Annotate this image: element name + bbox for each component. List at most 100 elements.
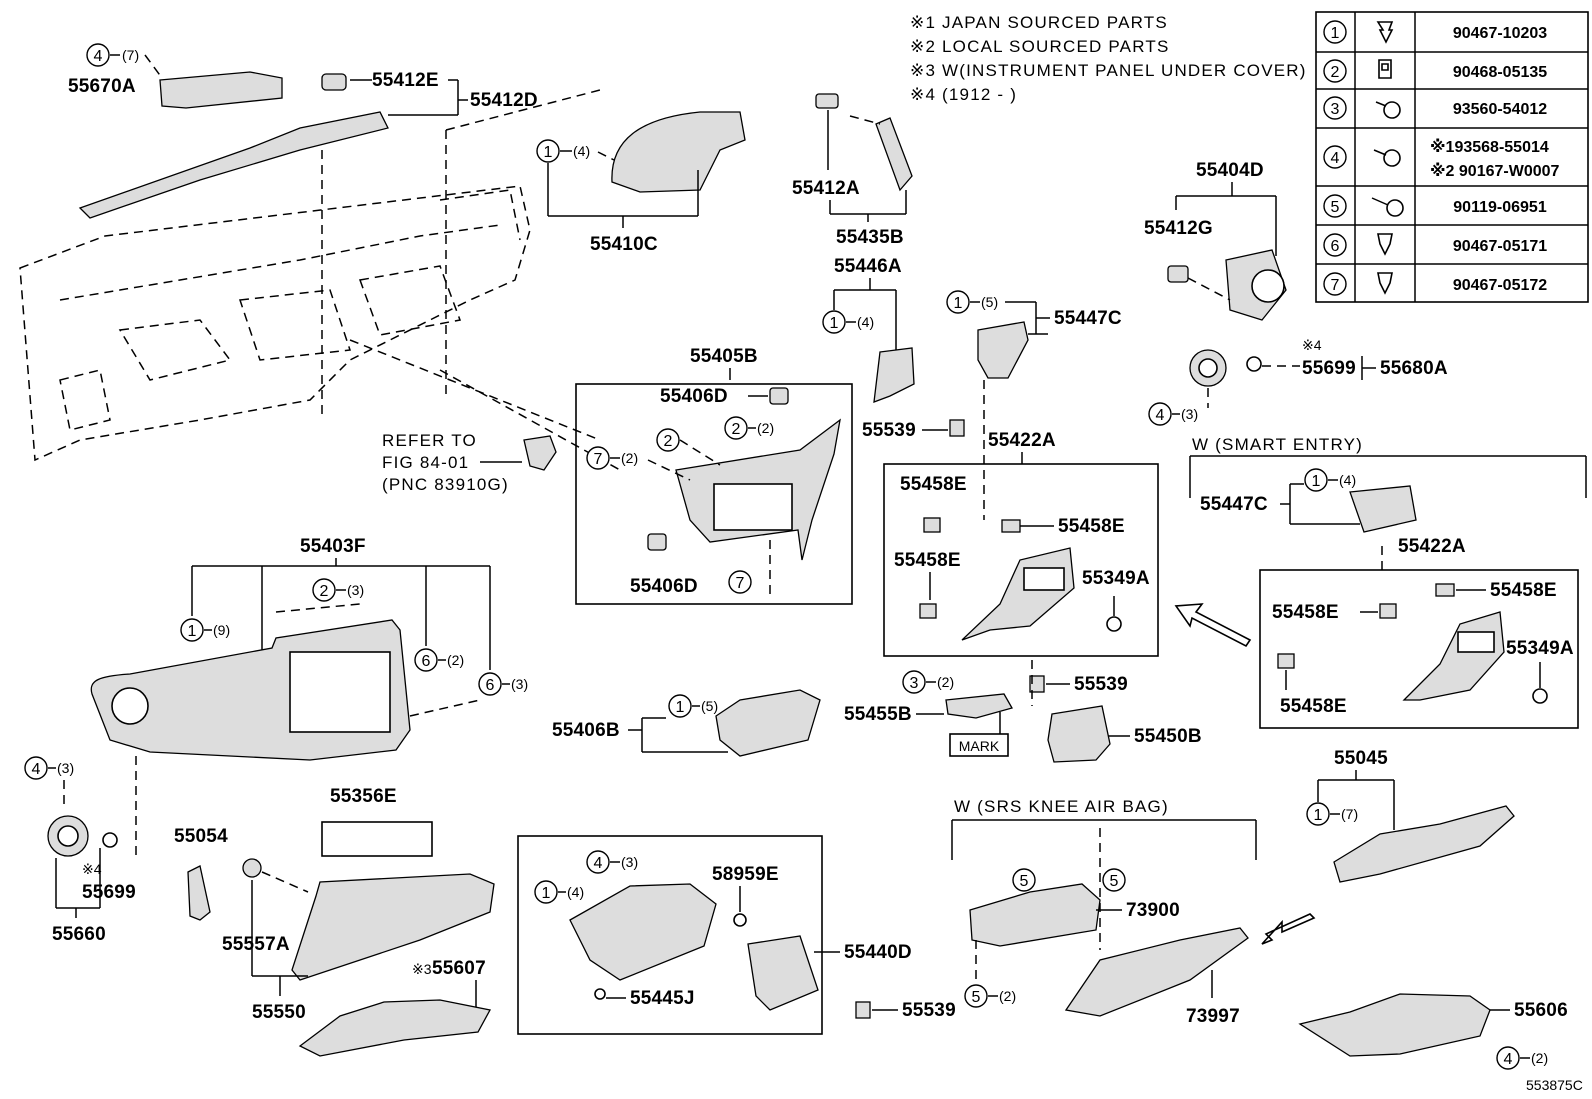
part-number: 55458E <box>1058 516 1125 537</box>
qty: (2) <box>621 450 638 466</box>
part-55606[interactable]: 55606 4 (2) <box>1298 993 1568 1070</box>
part-55450B[interactable]: 55450B <box>1047 705 1202 763</box>
legend-row-4: 4 ※193568-55014 ※2 90167-W0007 <box>1323 138 1560 180</box>
part-55660[interactable]: 4 (3) ※4 55699 55660 <box>24 756 136 945</box>
callout-num: 1 <box>676 699 685 716</box>
reference-note: REFER TO FIG 84-01 (PNC 83910G) <box>382 431 557 494</box>
part-number: 55406D <box>660 386 728 407</box>
qty: (2) <box>999 988 1016 1004</box>
legend-row-5: 5 90119-06951 <box>1323 194 1547 218</box>
part-55406B[interactable]: 1 (5) 55406B <box>552 689 821 757</box>
callout-num: 4 <box>1156 407 1165 424</box>
refer-line-2: FIG 84-01 <box>382 453 469 472</box>
note-3: ※3 W(INSTRUMENT PANEL UNDER COVER) <box>910 61 1307 80</box>
refer-line-1: REFER TO <box>382 431 477 450</box>
part-number: 55447C <box>1054 308 1122 329</box>
qty: (4) <box>567 884 584 900</box>
part-number: 73900 <box>1126 900 1180 921</box>
part-number: 55557A <box>222 934 290 955</box>
part-number: 55699 <box>82 882 136 903</box>
part-number: 55422A <box>1398 536 1466 557</box>
part-number: 73997 <box>1186 1006 1240 1027</box>
part-55539-c[interactable]: 55539 <box>855 1000 956 1021</box>
callout-num: 5 <box>1020 873 1029 890</box>
part-55447C[interactable]: 1 (5) 55447C <box>946 290 1122 379</box>
part-55446A[interactable]: 55446A 1 (4) <box>822 256 915 403</box>
legend-row-6: 6 90467-05171 <box>1323 233 1547 257</box>
arrow-icon <box>1174 603 1252 648</box>
legend-part-number: 90119-06951 <box>1453 199 1547 216</box>
part-55435B[interactable]: 55412A 55435B <box>792 93 913 248</box>
callout-num: 4 <box>32 761 41 778</box>
part-55054[interactable]: 55054 <box>174 826 228 921</box>
callout-num: 1 <box>1312 473 1321 490</box>
part-number: 55404D <box>1196 160 1264 181</box>
part-number: 55455B <box>844 704 912 725</box>
part-number: 55670A <box>68 76 136 97</box>
part-number: 55356E <box>330 786 397 807</box>
clip-icon <box>1377 233 1393 256</box>
part-55404D[interactable]: 55404D 55412G <box>1144 160 1287 321</box>
qty: (5) <box>701 698 718 714</box>
part-number: 55406D <box>630 576 698 597</box>
part-number: 55606 <box>1514 1000 1568 1021</box>
part-55410C[interactable]: 1 (4) 55410C <box>536 111 746 255</box>
part-55045[interactable]: 55045 1 (7) <box>1261 748 1515 945</box>
callout-num: 7 <box>594 451 603 468</box>
refer-line-3: (PNC 83910G) <box>382 475 509 494</box>
legend-num: 5 <box>1331 199 1340 216</box>
part-number: 58959E <box>712 864 779 885</box>
callout-num: 1 <box>188 623 197 640</box>
legend-row-2: 2 90468-05135 <box>1323 59 1547 83</box>
part-number: 55440D <box>844 942 912 963</box>
part-number: 55458E <box>1490 580 1557 601</box>
note-2: ※2 LOCAL SOURCED PARTS <box>910 37 1170 56</box>
srs-label: W (SRS KNEE AIR BAG) <box>954 797 1169 816</box>
part-55607[interactable]: ※3 55607 <box>298 958 491 1057</box>
legend-part-number: 90467-05172 <box>1453 277 1547 294</box>
part-55356E[interactable]: 55356E <box>321 786 433 857</box>
part-55412E-shape <box>321 73 347 91</box>
part-number: 55410C <box>590 234 658 255</box>
legend-num: 4 <box>1331 150 1340 167</box>
part-55539-a[interactable]: 55539 <box>862 419 965 441</box>
legend-part-number: 93560-54012 <box>1453 101 1547 118</box>
part-number: 55680A <box>1380 358 1448 379</box>
part-73900-shape <box>969 883 1101 947</box>
part-55440D[interactable]: 4 (3) 1 (4) 58959E 55440D 55445J <box>517 835 912 1035</box>
instrument-panel-frame <box>19 89 621 471</box>
callout-num: 1 <box>954 295 963 312</box>
part-number: 55403F <box>300 536 366 557</box>
legend-num: 3 <box>1331 101 1340 118</box>
qty: (4) <box>857 314 874 330</box>
part-55539-b[interactable]: 55539 <box>1029 660 1128 706</box>
legend-row-1: 1 90467-10203 <box>1323 20 1547 44</box>
qty: (7) <box>1341 806 1358 822</box>
part-55550[interactable]: 55557A 55550 <box>222 858 495 1023</box>
arrow-icon <box>1261 913 1316 945</box>
qty: (4) <box>573 143 590 159</box>
callout-num: 3 <box>910 675 919 692</box>
part-number: 55412G <box>1144 218 1213 239</box>
part-number: 55447C <box>1200 494 1268 515</box>
part-number: 55054 <box>174 826 228 847</box>
part-55403F[interactable]: 55403F 2 (3) 1 (9) 6 (2) 6 (3) <box>90 536 528 860</box>
part-55412D[interactable]: 55412E 55412D <box>78 70 538 219</box>
legend-num: 1 <box>1331 25 1340 42</box>
legend-part-number: 90467-05171 <box>1453 238 1547 255</box>
part-number: 55349A <box>1506 638 1574 659</box>
note-4: ※4 (1912 - ) <box>910 85 1017 104</box>
callout-num: 1 <box>544 144 553 161</box>
part-55455B[interactable]: 3 (2) 55455B MARK <box>844 670 1013 757</box>
screw-icon <box>1383 101 1401 119</box>
part-55680A[interactable]: ※4 55699 55680A 4 (3) <box>1148 337 1448 426</box>
qty: (5) <box>981 294 998 310</box>
note-4-tag: ※4 <box>82 861 102 877</box>
part-number: 55660 <box>52 924 106 945</box>
part-55670A[interactable]: 4 (7) 55670A <box>68 43 283 109</box>
part-55422A[interactable]: 55422A 55458E 55458E 55458E 55349A <box>883 380 1159 657</box>
bolt-icon <box>1386 199 1404 217</box>
part-55405B[interactable]: 55405B 55406D 2 (2) 2 7 (2) 55406D 7 <box>575 346 853 605</box>
part-number: 55045 <box>1334 748 1388 769</box>
part-number: 55699 <box>1302 358 1356 379</box>
